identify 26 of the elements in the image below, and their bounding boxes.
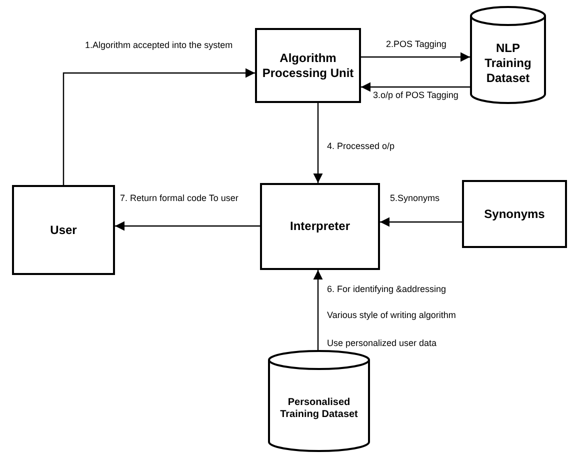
node-label: NLP Training Dataset <box>484 40 532 86</box>
arrow <box>361 82 470 92</box>
arrow <box>115 221 260 231</box>
edge-label: 2.POS Tagging <box>386 39 446 49</box>
edge-label: 1.Algorithm accepted into the system <box>85 40 233 50</box>
edge-label: 4. Processed o/p <box>327 141 395 151</box>
edge-label: 7. Return formal code To user <box>120 193 238 203</box>
note-text: Use personalized user data <box>327 338 437 348</box>
arrow <box>313 103 323 183</box>
arrow <box>380 217 462 227</box>
node-label: Synonyms <box>484 206 545 222</box>
edge-label: 5.Synonyms <box>390 193 440 203</box>
edge-label: 6. For identifying &addressing <box>327 284 446 294</box>
edge-label: 3.o/p of POS Tagging <box>373 90 458 100</box>
node-label: Algorithm Processing Unit <box>261 50 355 80</box>
process-box <box>255 28 361 103</box>
node-label: Interpreter <box>290 219 350 234</box>
process-box <box>260 183 380 270</box>
arrow <box>361 52 470 62</box>
note-text: Various style of writing algorithm <box>327 310 456 320</box>
process-box <box>462 180 567 248</box>
node-label: User <box>50 222 77 238</box>
arrow <box>313 270 323 350</box>
process-box <box>12 185 115 275</box>
arrow <box>62 68 255 185</box>
node-label: Personalised Training Dataset <box>279 396 359 422</box>
